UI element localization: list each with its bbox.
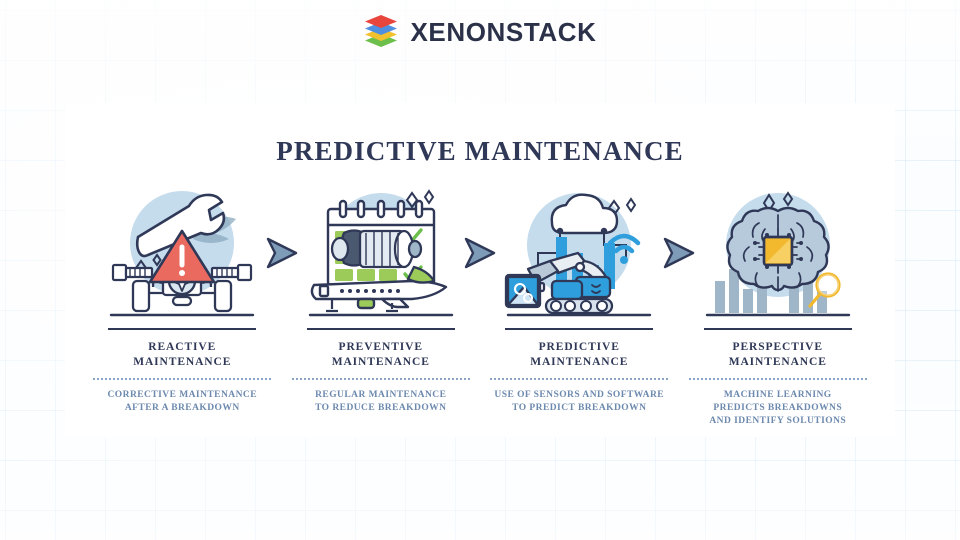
stage-dotted-divider xyxy=(93,378,272,380)
stage-title-line1: REACTIVE xyxy=(148,341,217,353)
stage-desc-line1: USE OF SENSORS AND SOFTWARE xyxy=(494,390,665,400)
stages-row: REACTIVE MAINTENANCE CORRECTIVE MAINTENA… xyxy=(65,181,895,428)
stage-title-reactive: REACTIVE MAINTENANCE xyxy=(133,340,231,370)
stage-connector-arrow-icon xyxy=(663,237,694,269)
page-title: PREDICTIVE MAINTENANCE xyxy=(276,136,684,166)
stage-title-line1: PERSPECTIVE xyxy=(732,341,823,353)
stage-preventive[interactable]: PREVENTIVE MAINTENANCE REGULAR MAINTENAN… xyxy=(282,181,496,415)
stage-baseline xyxy=(505,328,654,330)
stage-title-line2: MAINTENANCE xyxy=(530,356,629,368)
stage-dotted-divider xyxy=(688,378,867,380)
stage-description-preventive: REGULAR MAINTENANCE TO REDUCE BREAKDOWN xyxy=(292,389,470,415)
stage-title-line1: PREDICTIVE xyxy=(538,341,620,353)
stage-perspective[interactable]: PERSPECTIVE MAINTENANCE MACHINE LEARNING… xyxy=(679,181,878,428)
stage-desc-line3: AND IDENTIFY SOLUTIONS xyxy=(709,416,847,426)
brain-cpu-chip-analytics-icon xyxy=(705,191,850,317)
stage-connector-arrow-icon xyxy=(464,237,496,269)
stage-reactive[interactable]: REACTIVE MAINTENANCE CORRECTIVE MAINTENA… xyxy=(83,181,297,415)
stage-description-reactive: CORRECTIVE MAINTENANCE AFTER A BREAKDOWN xyxy=(93,389,271,415)
stage-title-perspective: PERSPECTIVE MAINTENANCE xyxy=(729,340,827,370)
stage-title-line2: MAINTENANCE xyxy=(331,356,430,368)
broken-axle-wrench-warning-icon xyxy=(110,191,255,317)
stage-description-perspective: MACHINE LEARNING PREDICTS BREAKDOWNS AND… xyxy=(689,389,867,428)
infographic-card: PREDICTIVE MAINTENANCE xyxy=(65,103,895,437)
stage-title-line2: MAINTENANCE xyxy=(133,356,232,368)
page-header: XENONSTACK xyxy=(0,0,960,64)
stage-desc-line2: TO REDUCE BREAKDOWN xyxy=(315,403,447,413)
stage-description-predictive: USE OF SENSORS AND SOFTWARE TO PREDICT B… xyxy=(490,389,668,415)
cloud-sensors-excavator-wifi-icon xyxy=(505,193,652,317)
stage-predictive[interactable]: PREDICTIVE MAINTENANCE USE OF SENSORS AN… xyxy=(480,181,694,415)
stage-title-line2: MAINTENANCE xyxy=(728,356,827,368)
stage-desc-line2: AFTER A BREAKDOWN xyxy=(124,403,240,413)
stage-title-predictive: PREDICTIVE MAINTENANCE xyxy=(530,340,628,370)
stage-desc-line2: TO PREDICT BREAKDOWN xyxy=(512,403,647,413)
stage-desc-line1: REGULAR MAINTENANCE xyxy=(315,390,447,400)
stage-baseline xyxy=(108,328,257,330)
stage-desc-line2: PREDICTS BREAKDOWNS xyxy=(713,403,843,413)
stage-desc-line1: CORRECTIVE MAINTENANCE xyxy=(107,390,257,400)
xenonstack-logo-icon xyxy=(365,15,398,47)
stage-title-preventive: PREVENTIVE MAINTENANCE xyxy=(332,340,430,370)
stage-baseline xyxy=(306,328,455,330)
calendar-checklist-airplane-engine-icon xyxy=(308,189,453,317)
stage-desc-line1: MACHINE LEARNING xyxy=(723,390,832,400)
stage-baseline xyxy=(703,328,852,330)
stage-connector-arrow-icon xyxy=(266,237,297,269)
stage-dotted-divider xyxy=(291,378,470,380)
brand-name: XENONSTACK xyxy=(410,16,597,47)
stage-title-line1: PREVENTIVE xyxy=(338,341,423,353)
stage-dotted-divider xyxy=(490,378,669,380)
